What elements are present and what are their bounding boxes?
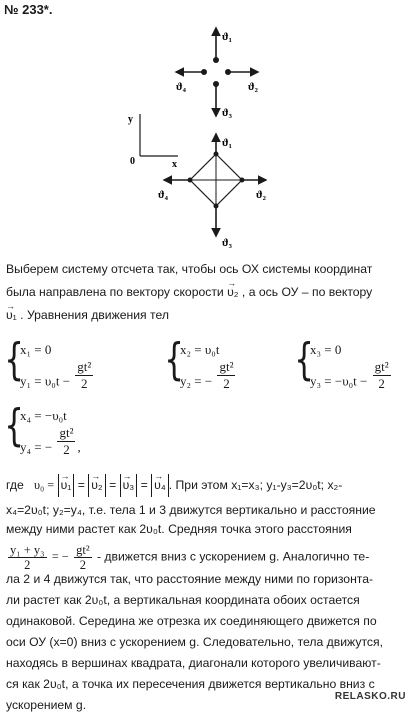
analysis-line-8: оси ОУ (x=0) вниз с ускорением g. Следов…	[6, 635, 383, 649]
body-2-point	[225, 69, 231, 75]
intro-line-1: Выберем систему отсчета так, чтобы ось О…	[6, 262, 373, 276]
v2-label: ϑ₂	[248, 81, 259, 93]
analysis-line-10: ся как 2υ₀t, а точка их пересечения движ…	[6, 677, 375, 691]
origin-label: 0	[130, 156, 135, 167]
body-3-point	[213, 81, 219, 87]
system-1-x: x₁ = 0	[20, 342, 52, 357]
system-2-x: x₂ = υ₀t	[180, 342, 220, 357]
abs-v2: υ₂	[88, 465, 106, 497]
analysis-line-6: ли растет как 2υ₀t, а вертикальная коорд…	[6, 593, 360, 607]
analysis-line-7: одинаковой. Середина же отрезка их соеди…	[6, 614, 377, 628]
v3-label: ϑ₃	[222, 107, 233, 119]
intro-line-3: υ₁ . Уравнения движения тел	[6, 295, 408, 327]
body-4-point	[201, 69, 207, 75]
diagram-velocities: ϑ₁ ϑ₄ ϑ₂ ϑ₃	[174, 26, 260, 119]
v4-label: ϑ₄	[176, 81, 187, 93]
v1-label: ϑ₁	[222, 31, 232, 43]
analysis-line-1: где υ₀ = υ₁ = υ₂ = υ₃ = υ₄. При этом x₁=…	[6, 465, 408, 497]
watermark: RELASKO.RU	[334, 691, 406, 702]
sq-body-4	[187, 177, 193, 183]
body-1-point	[213, 57, 219, 63]
problem-number: № 233*.	[4, 2, 53, 17]
abs-v1: υ₁	[57, 465, 75, 497]
diagram-axes: y x 0	[128, 114, 178, 170]
analysis-line-3: между ними растет как 2υ₀t. Средняя точк…	[6, 522, 352, 536]
brace-1: {	[4, 334, 24, 385]
brace-2: {	[164, 334, 184, 385]
system-3-x: x₃ = 0	[310, 342, 342, 357]
analysis-line-5: ла 2 и 4 движутся так, что расстояние ме…	[6, 572, 374, 586]
analysis-line-9: находясь в вершинах квадрата, диагонали …	[6, 656, 381, 670]
sq-body-1	[213, 151, 219, 157]
sq-v3-label: ϑ₃	[222, 237, 233, 249]
sq-body-3	[213, 203, 219, 209]
paragraph-intro: Выберем систему отсчета так, чтобы ось О…	[6, 258, 408, 327]
brace-4: {	[4, 400, 24, 451]
axis-x-label: x	[172, 159, 177, 170]
abs-v3: υ₃	[119, 465, 138, 497]
vector-v1: υ₁	[6, 295, 17, 327]
system-4-x: x₄ = −υ₀t	[20, 408, 67, 423]
diagram-square: ϑ₁ ϑ₂ ϑ₃ ϑ₄	[158, 132, 268, 249]
paragraph-analysis: где υ₀ = υ₁ = υ₂ = υ₃ = υ₄. При этом x₁=…	[6, 465, 408, 716]
analysis-line-2: x₄=2υ₀t; y₂=y₄, т.е. тела 1 и 3 движутся…	[6, 503, 376, 517]
sq-v2-label: ϑ₂	[256, 189, 267, 201]
brace-3: {	[294, 334, 314, 385]
abs-v4: υ₄	[151, 465, 169, 497]
vector-v2: υ₂	[227, 272, 238, 304]
axis-y-label: y	[128, 114, 133, 125]
sq-v4-label: ϑ₄	[158, 189, 169, 201]
sq-v1-label: ϑ₁	[222, 137, 232, 149]
sq-body-2	[239, 177, 245, 183]
intro-line-2: была направлена по вектору скорости υ₂ ,…	[6, 272, 408, 304]
